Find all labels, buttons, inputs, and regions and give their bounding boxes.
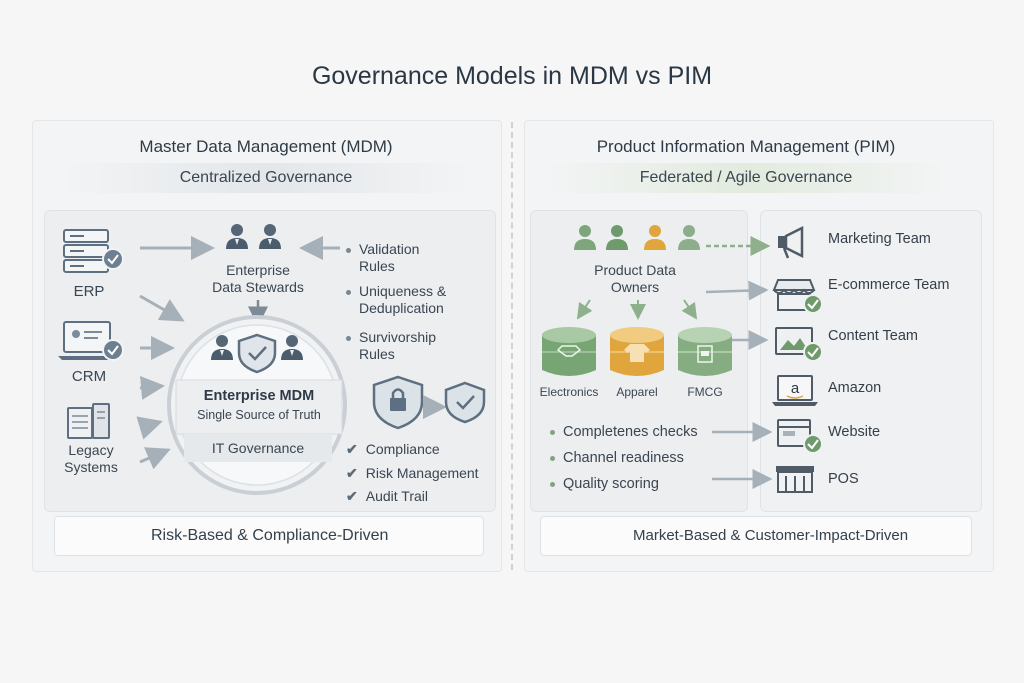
- product-owners-label: Product Data Owners: [594, 262, 676, 295]
- source-legacy-label: Legacy Systems: [64, 442, 118, 475]
- lock-shield-icon: [372, 375, 424, 430]
- storefront-icon: [772, 279, 823, 314]
- source-erp-label: ERP: [73, 283, 105, 300]
- hub-subtitle: Single Source of Truth: [197, 408, 321, 422]
- hub-people-shield-icon: [211, 333, 303, 374]
- megaphone-icon: [778, 225, 804, 259]
- category-apparel-label: Apparel: [616, 385, 658, 399]
- mdm-footer-label: Risk-Based & Compliance-Driven: [151, 527, 389, 544]
- page-title: Governance Models in MDM vs PIM: [311, 62, 713, 90]
- channel-marketing-label: Marketing Team: [828, 231, 931, 247]
- website-browser-icon: [777, 419, 823, 454]
- channel-content-label: Content Team: [828, 328, 919, 344]
- rule-uniqueness: Uniqueness & Deduplication: [346, 283, 446, 317]
- data-stewards-label: Enterprise Data Stewards: [212, 262, 304, 295]
- pim-bullet-completeness-label: Completenes checks: [563, 424, 698, 440]
- check-compliance-label: Compliance: [365, 441, 440, 457]
- check-risk-label: Risk Management: [365, 465, 479, 481]
- rule-survivorship-label: Survivorship Rules: [359, 329, 437, 362]
- check-icon: ✔: [346, 441, 358, 457]
- crm-laptop-icon: [58, 321, 124, 361]
- svg-text:a: a: [791, 380, 800, 397]
- pim-bullet-completeness: Completenes checks: [550, 424, 698, 441]
- pim-footer-box: Market-Based & Customer-Impact-Driven: [540, 516, 972, 556]
- channel-website-label: Website: [828, 424, 881, 440]
- pim-subheading: Federated / Agile Governance: [548, 163, 944, 193]
- legacy-systems-icon: [67, 403, 110, 439]
- check-audit-label: Audit Trail: [365, 488, 428, 504]
- pim-bullet-channel-label: Channel readiness: [563, 450, 684, 466]
- electronics-database-icon: [542, 327, 596, 376]
- pim-channels-area: [760, 210, 982, 512]
- amazon-laptop-icon: a: [772, 375, 818, 406]
- rule-uniqueness-label: Uniqueness & Deduplication: [359, 283, 447, 316]
- erp-server-icon: [63, 229, 124, 273]
- check-audit: ✔ Audit Trail: [346, 488, 428, 505]
- rule-validation-label: Validation Rules: [359, 241, 420, 274]
- shield-check-icon: [444, 381, 486, 424]
- mdm-subheading: Centralized Governance: [60, 163, 472, 193]
- check-icon: ✔: [346, 488, 358, 504]
- rule-validation: Validation Rules: [346, 241, 419, 275]
- pim-bullet-quality-label: Quality scoring: [563, 476, 659, 492]
- category-fmcg-label: FMCG: [687, 385, 723, 399]
- hub-title: Enterprise MDM: [203, 388, 315, 404]
- pim-bullet-channel: Channel readiness: [550, 450, 684, 467]
- rule-survivorship: Survivorship Rules: [346, 329, 436, 363]
- fmcg-database-icon: [678, 327, 732, 376]
- enterprise-mdm-hub: [167, 315, 347, 495]
- pos-store-icon: [776, 466, 814, 493]
- category-electronics-label: Electronics: [539, 385, 599, 399]
- channel-amazon-label: Amazon: [828, 380, 882, 396]
- product-owners-icon: [574, 225, 700, 250]
- hub-footer: IT Governance: [211, 440, 305, 456]
- pim-heading: Product Information Management (PIM): [596, 137, 896, 156]
- apparel-database-icon: [610, 327, 664, 376]
- pim-footer-label: Market-Based & Customer-Impact-Driven: [633, 527, 909, 544]
- channel-pos-label: POS: [828, 471, 859, 487]
- content-monitor-icon: [775, 327, 823, 362]
- mdm-heading: Master Data Management (MDM): [139, 137, 393, 156]
- pim-bullet-quality: Quality scoring: [550, 476, 659, 493]
- source-crm-label: CRM: [71, 368, 107, 385]
- panel-divider: [511, 122, 513, 570]
- check-icon: ✔: [346, 465, 358, 481]
- mdm-footer-box: Risk-Based & Compliance-Driven: [54, 516, 484, 556]
- check-risk: ✔ Risk Management: [346, 465, 479, 482]
- channel-ecommerce-label: E-commerce Team: [828, 277, 950, 293]
- check-compliance: ✔ Compliance: [346, 441, 440, 458]
